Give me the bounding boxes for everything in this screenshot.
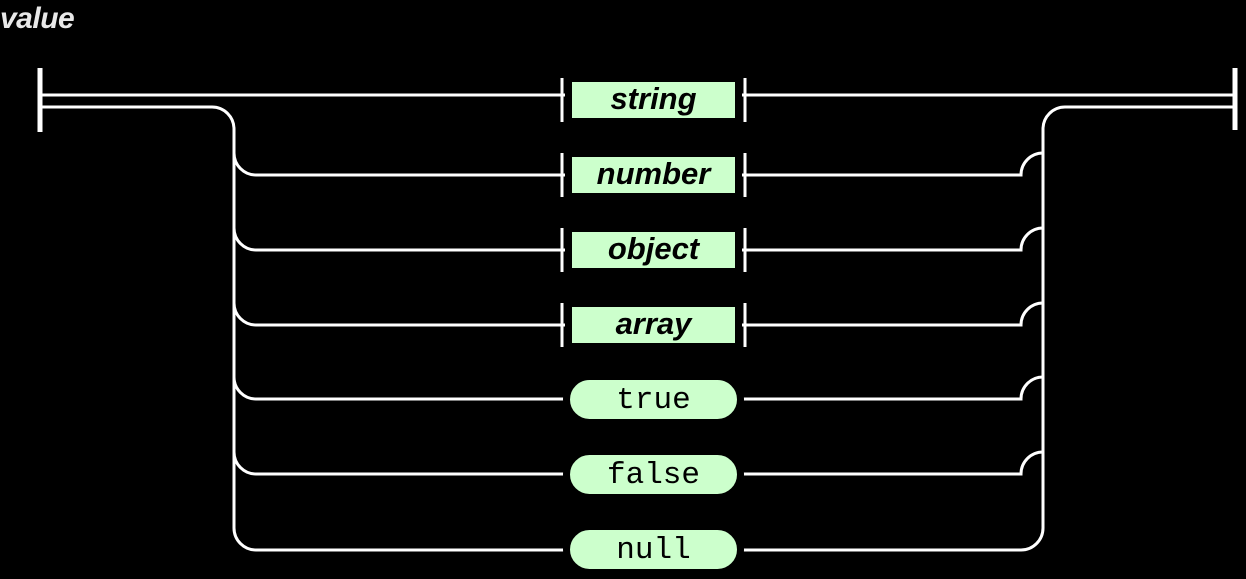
node-true[interactable]: true xyxy=(563,373,744,426)
node-object[interactable]: object xyxy=(565,225,742,275)
track-branch-out-object xyxy=(742,226,1044,252)
node-true-label: true xyxy=(616,383,690,418)
node-null-label: null xyxy=(616,533,690,568)
track-branch-in-object xyxy=(232,227,565,252)
node-number-label: number xyxy=(597,156,713,191)
node-array-label: array xyxy=(616,306,694,341)
page-title: value xyxy=(0,2,75,35)
node-number[interactable]: number xyxy=(565,150,742,200)
node-string[interactable]: string xyxy=(565,75,742,125)
node-array[interactable]: array xyxy=(565,300,742,350)
track-branch-in-true xyxy=(232,376,570,401)
node-object-label: object xyxy=(608,231,701,266)
track-left-trunk xyxy=(40,105,257,552)
track-branch-out-array xyxy=(742,301,1044,327)
track-branch-out-false xyxy=(737,450,1044,476)
track-branch-out-number xyxy=(742,151,1044,177)
node-false[interactable]: false xyxy=(563,448,744,501)
node-null[interactable]: null xyxy=(563,523,744,576)
track-branch-in-false xyxy=(232,451,570,476)
track-branch-in-number xyxy=(232,152,565,177)
track-right-trunk xyxy=(1020,105,1235,552)
track-branch-in-array xyxy=(232,302,565,327)
track-branch-out-true xyxy=(737,375,1044,401)
node-string-label: string xyxy=(610,81,696,116)
node-false-label: false xyxy=(607,458,700,493)
